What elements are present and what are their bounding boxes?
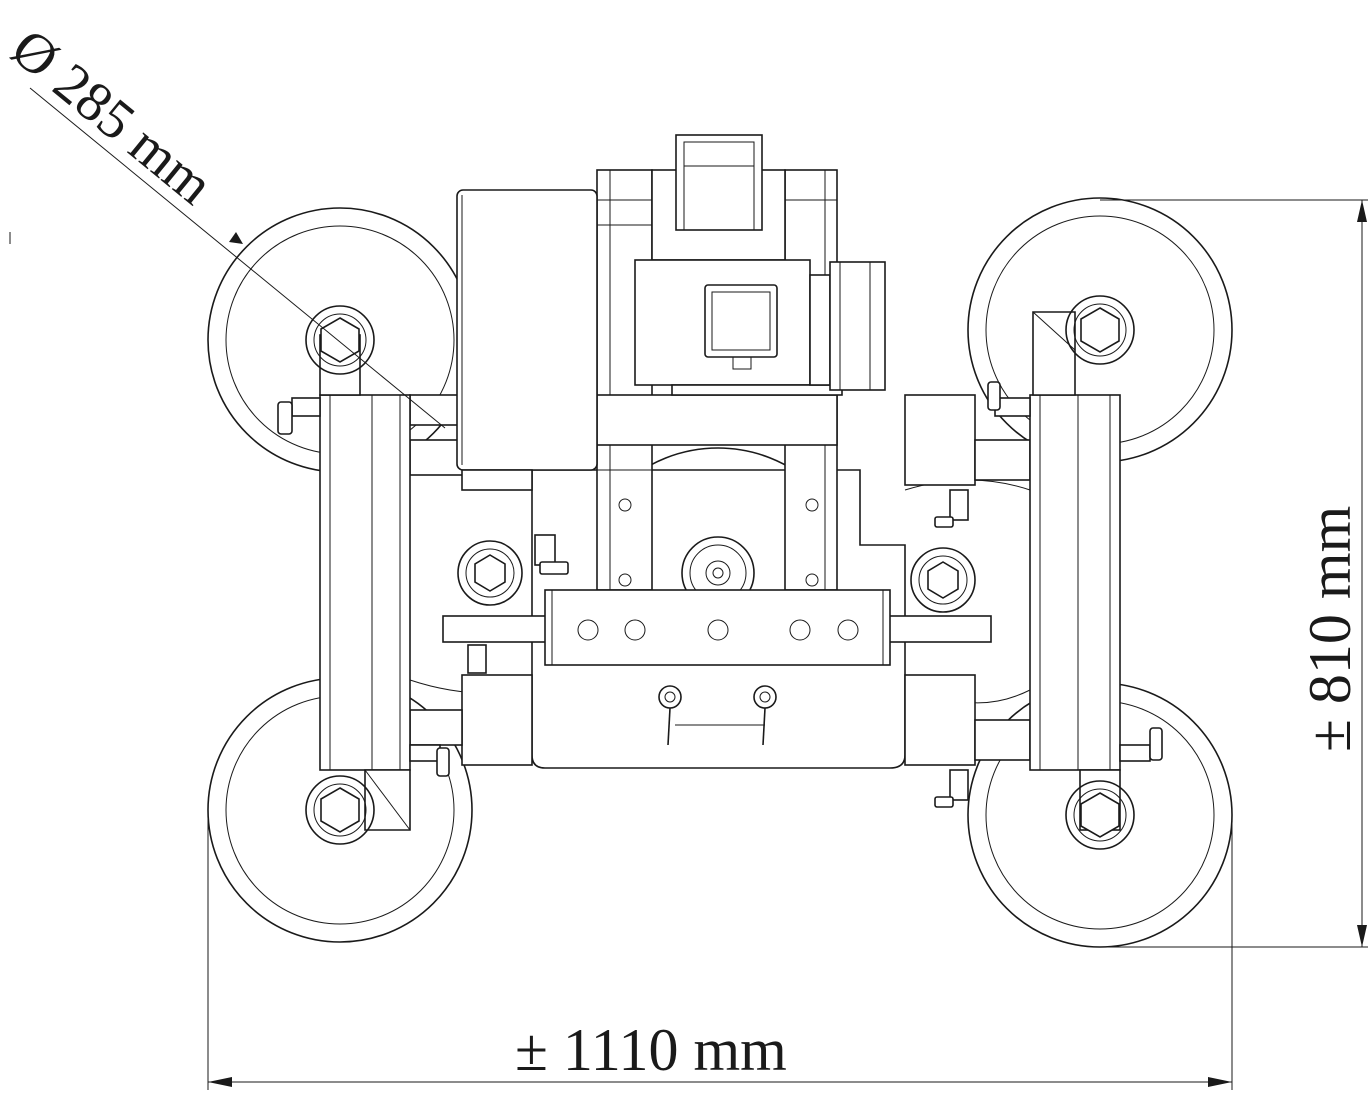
pad-hub-top-left <box>305 305 375 375</box>
vacuum-gauge-block <box>634 259 886 396</box>
handle <box>675 134 763 231</box>
pad-hub-bottom-right <box>1065 780 1135 850</box>
width-dimension: ± 1110 mm <box>207 810 1233 1090</box>
front-bar <box>544 589 891 666</box>
right-arm <box>1029 311 1121 831</box>
inner-pad-hubs <box>457 540 976 613</box>
adjust-knobs <box>658 685 777 746</box>
diameter-dimension: Ø 285 mm <box>0 17 446 429</box>
height-label: ± 810 mm <box>1297 506 1363 752</box>
height-dimension: ± 810 mm <box>1100 199 1368 948</box>
left-arm <box>319 334 411 831</box>
width-label: ± 1110 mm <box>515 1017 787 1083</box>
pad-hub-bottom-left <box>305 775 375 845</box>
pump-box <box>456 189 598 491</box>
pad-hub-top-right <box>1065 295 1135 365</box>
diameter-label: Ø 285 mm <box>0 17 224 217</box>
valves <box>277 381 1163 808</box>
